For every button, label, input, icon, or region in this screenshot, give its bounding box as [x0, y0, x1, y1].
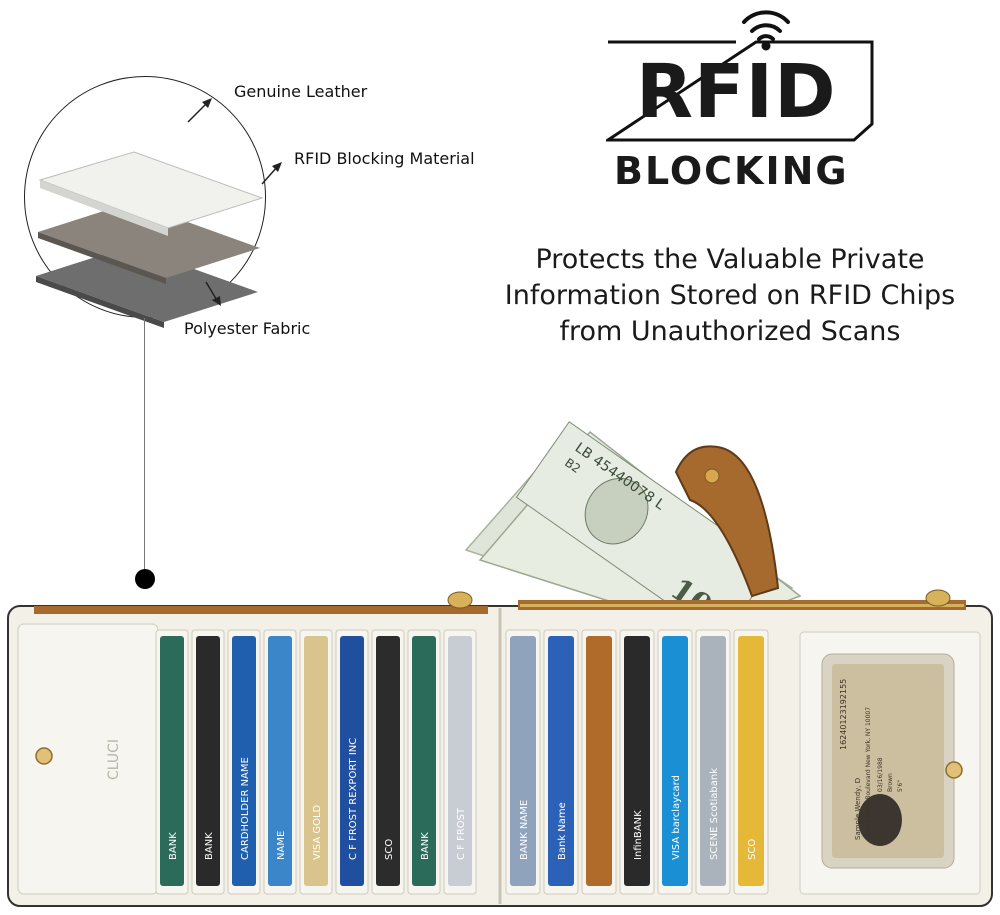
tagline-line-1: Protects the Valuable Private	[535, 244, 925, 275]
snap-button-icon	[704, 468, 720, 484]
right-card-label: SCENE Scotiabank	[709, 768, 720, 860]
tagline-line-3: from Unauthorized Scans	[559, 316, 901, 347]
rfid-arrow-head	[272, 162, 282, 172]
left-card	[196, 636, 220, 886]
tagline: Protects the Valuable Private Informatio…	[470, 242, 990, 350]
zipper-teeth	[520, 604, 964, 607]
id-number: 16240123192155	[839, 679, 848, 750]
right-card-label: Bank Name	[557, 802, 568, 860]
id-height: 5'6"	[897, 780, 904, 792]
left-card	[304, 636, 328, 886]
zipper-left	[34, 606, 488, 614]
left-card-label: C F FROST	[456, 807, 467, 860]
right-card	[586, 636, 612, 886]
left-card-slots: BANK BANK CARDHOLDER NAME NAME VISA GOLD C F …	[155, 629, 477, 895]
right-card-label: SCO	[747, 839, 758, 860]
left-card-label: SCO	[384, 839, 395, 860]
banknotes: LB 45440078 L B2 100	[464, 421, 802, 642]
polyester-layer	[36, 246, 258, 322]
rfid-title: RFID	[636, 49, 837, 135]
rfid-layer-edge	[38, 232, 166, 284]
genuine-leather-label: Genuine Leather	[234, 82, 368, 101]
left-card-label: C F FROST REXPORT INC	[348, 738, 359, 860]
right-card	[510, 636, 536, 886]
layers-illustration	[36, 98, 282, 328]
rfid-badge-frame	[606, 40, 874, 142]
id-address: 1626 Cabrini Boulevard New York, NY 1000…	[865, 707, 872, 840]
right-card-label: VISA barclaycard	[671, 775, 682, 860]
right-card	[624, 636, 650, 886]
left-card	[160, 636, 184, 886]
brand-logo: CLUCI	[106, 739, 122, 780]
leather-arrow	[187, 101, 209, 123]
right-card-label: BANK NAME	[519, 800, 530, 860]
rfid-layer	[38, 202, 260, 278]
left-card-label: CARDHOLDER NAME	[240, 757, 251, 860]
left-card	[340, 636, 364, 886]
id-photo	[858, 794, 902, 846]
left-card-label: BANK	[204, 832, 215, 860]
wireless-signal-icon	[742, 10, 790, 51]
snap-tab	[674, 445, 780, 598]
leather-arrow-head	[202, 98, 212, 108]
wallet-illustration: LB 45440078 L B2 100 CLUCI BANK BANK CARDH…	[7, 421, 993, 907]
id-dob: 03/16/1988	[877, 757, 884, 792]
left-card	[268, 636, 292, 886]
id-name: Sample Wendy, D	[854, 778, 862, 840]
right-card	[662, 636, 688, 886]
rfid-material-label: RFID Blocking Material	[294, 149, 475, 168]
right-card	[738, 636, 764, 886]
right-snap-icon	[945, 761, 963, 779]
zipper-pull-left-icon	[447, 591, 473, 609]
blocking-subtitle: BLOCKING	[614, 149, 849, 193]
right-card-label: InfinBANK	[633, 810, 644, 860]
id-hair: Brown	[887, 773, 894, 792]
leather-layer	[38, 151, 264, 229]
polyester-arrow-head	[212, 296, 221, 306]
zipper-pull-right-icon	[925, 589, 951, 607]
left-card-label: VISA GOLD	[312, 804, 323, 860]
left-card-label: BANK	[420, 832, 431, 860]
left-card	[376, 636, 400, 886]
polyester-fabric-label: Polyester Fabric	[184, 319, 311, 338]
left-card-label: NAME	[276, 831, 287, 860]
pointer-line	[144, 318, 145, 576]
right-card	[548, 636, 574, 886]
left-card-label: BANK	[168, 832, 179, 860]
right-card	[700, 636, 726, 886]
leather-layer-edge	[40, 180, 168, 236]
left-snap-icon	[35, 747, 53, 765]
pointer-dot	[135, 569, 155, 589]
left-card	[412, 636, 436, 886]
left-card	[232, 636, 256, 886]
tagline-line-2: Information Stored on RFID Chips	[504, 280, 956, 311]
polyester-layer-edge	[36, 276, 164, 328]
left-card	[448, 636, 472, 886]
right-card-slots: BANK NAME Bank Name InfinBANK VISA barclayc…	[505, 629, 769, 895]
